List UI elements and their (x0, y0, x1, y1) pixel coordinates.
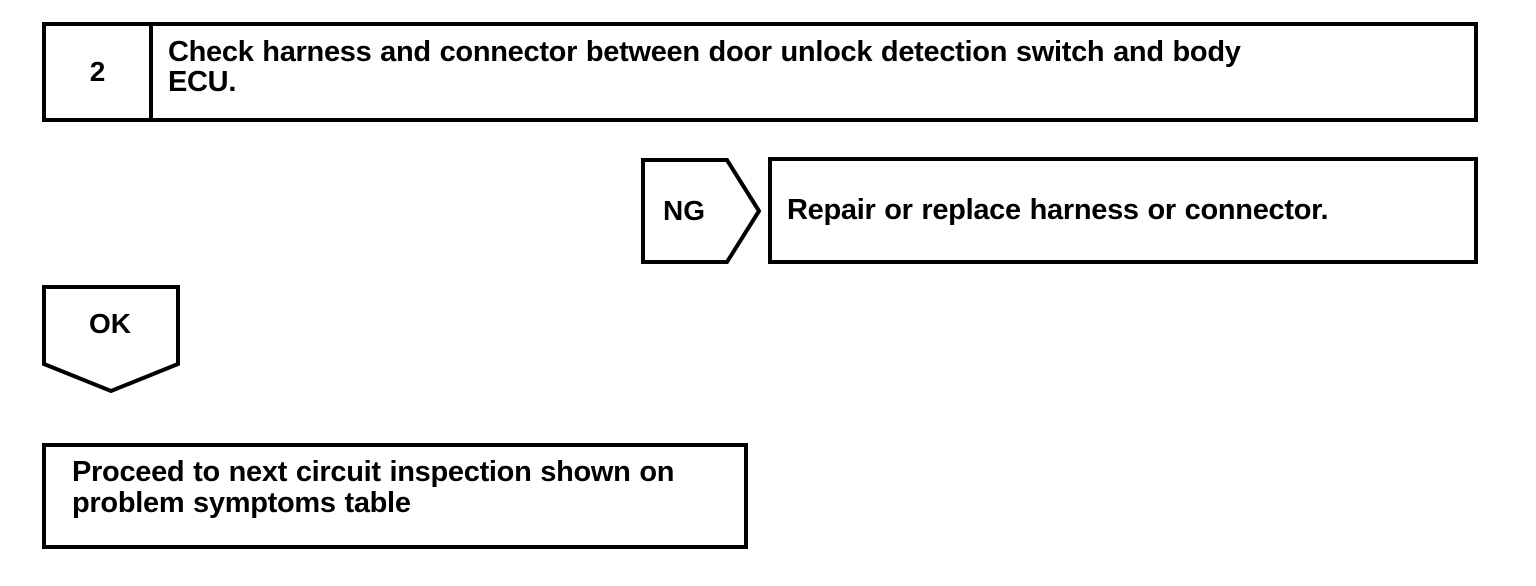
ng-arrow-shape (641, 158, 761, 264)
ok-result-box: Proceed to next circuit inspection shown… (42, 443, 748, 549)
ng-result-text: Repair or replace harness or connector. (787, 194, 1329, 227)
ok-result-text: Proceed to next circuit inspection shown… (72, 456, 675, 520)
ok-branch-label: OK (89, 308, 131, 339)
ng-result-box: Repair or replace harness or connector. (768, 157, 1478, 264)
step-number: 2 (89, 56, 106, 87)
step-box: 2 Check harness and connector between do… (42, 22, 1478, 122)
ng-branch-label: NG (663, 195, 705, 226)
step-number-cell: 2 (46, 26, 153, 118)
step-instruction-text: Check harness and connector between door… (168, 36, 1241, 99)
ng-branch-arrow: NG (641, 158, 761, 264)
step-instruction-cell: Check harness and connector between door… (153, 26, 1474, 118)
ok-arrow-shape (42, 285, 180, 394)
ok-branch-arrow: OK (41, 284, 181, 394)
